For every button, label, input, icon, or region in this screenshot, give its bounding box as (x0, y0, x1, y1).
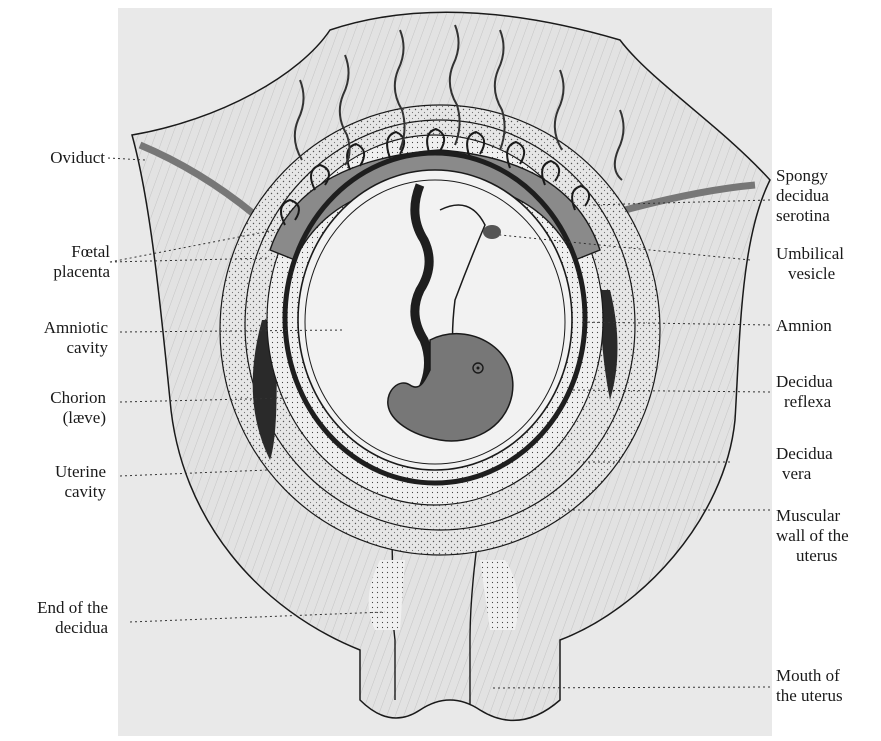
label-umbilical-vesicle: Umbilical vesicle (776, 244, 876, 284)
label-line: Uterine (0, 462, 106, 482)
label-line: Muscular (776, 506, 876, 526)
label-line: wall of the (776, 526, 876, 546)
label-amnion: Amnion (776, 316, 876, 336)
label-line: Chorion (0, 388, 106, 408)
label-line: Decidua (776, 372, 876, 392)
label-line: decidua (0, 618, 108, 638)
label-muscular-wall: Muscular wall of the uterus (776, 506, 876, 566)
label-decidua-vera: Decidua vera (776, 444, 876, 484)
label-line: Fœtal (0, 242, 110, 262)
label-line: reflexa (776, 392, 876, 412)
label-line: vera (776, 464, 876, 484)
label-chorion-laeve: Chorion (læve) (0, 388, 106, 428)
label-line: End of the (0, 598, 108, 618)
label-line: Mouth of (776, 666, 876, 686)
label-line: Oviduct (0, 148, 105, 168)
umbilical-vesicle (483, 225, 501, 239)
label-line: uterus (776, 546, 876, 566)
label-line: the uterus (776, 686, 876, 706)
label-foetal-placenta: Fœtal placenta (0, 242, 110, 282)
label-line: (læve) (0, 408, 106, 428)
label-line: Amniotic (0, 318, 108, 338)
label-decidua-reflexa: Decidua reflexa (776, 372, 876, 412)
label-line: vesicle (776, 264, 876, 284)
label-line: cavity (0, 482, 106, 502)
label-line: serotina (776, 206, 876, 226)
label-uterine-cavity: Uterine cavity (0, 462, 106, 502)
label-line: cavity (0, 338, 108, 358)
label-line: decidua (776, 186, 876, 206)
label-line: Spongy (776, 166, 876, 186)
label-oviduct: Oviduct (0, 148, 105, 168)
label-end-of-decidua: End of the decidua (0, 598, 108, 638)
label-line: Amnion (776, 316, 876, 336)
label-line: Umbilical (776, 244, 876, 264)
label-amniotic-cavity: Amniotic cavity (0, 318, 108, 358)
label-mouth-of-uterus: Mouth of the uterus (776, 666, 876, 706)
label-line: placenta (0, 262, 110, 282)
label-spongy-decidua-serotina: Spongy decidua serotina (776, 166, 876, 226)
label-line: Decidua (776, 444, 876, 464)
